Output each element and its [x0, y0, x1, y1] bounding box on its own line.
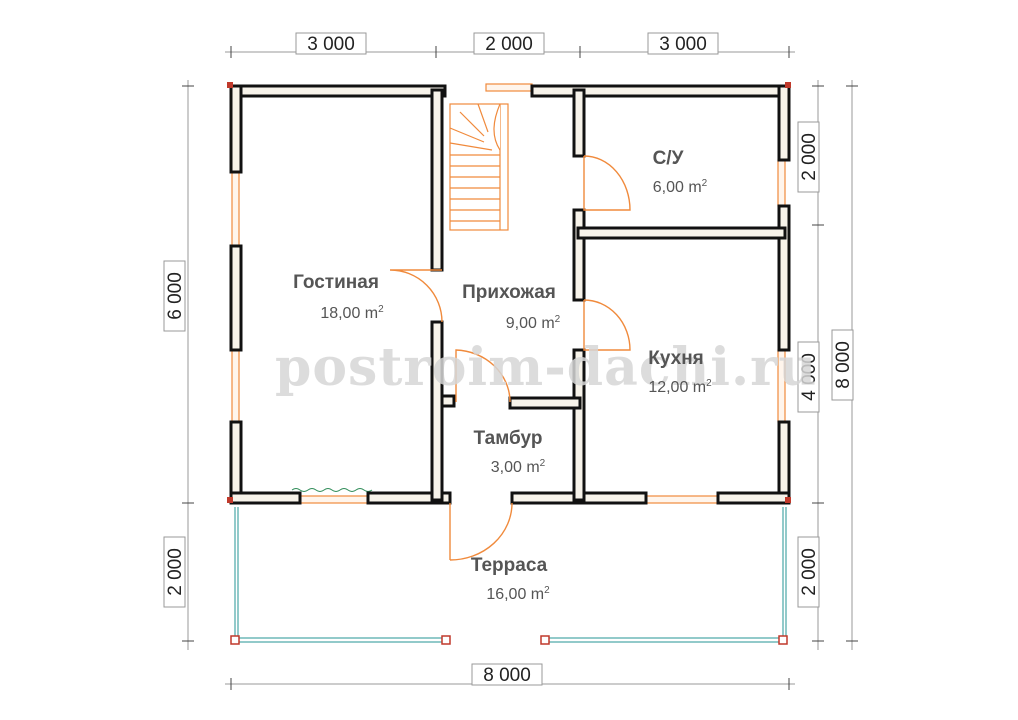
radiator-icon — [291, 488, 373, 492]
room-name-bathroom: С/У — [653, 148, 684, 169]
door-kitchen — [583, 299, 631, 351]
terrace-railing — [230, 507, 788, 645]
walls — [227, 82, 791, 505]
room-name-living: Гостиная — [293, 272, 379, 293]
window — [231, 171, 240, 247]
window — [299, 495, 369, 504]
room-area-terrace: 16,00 m2 — [486, 585, 550, 603]
terrace-post — [441, 635, 451, 645]
terrace-post — [230, 635, 240, 645]
dimension-labels: 3 000 2 000 3 000 8 000 6 000 2 000 2 00… — [165, 34, 854, 686]
watermark-text: postroim-dachi.ru — [275, 337, 817, 398]
terrace-post — [778, 635, 788, 645]
dim-right-terrace: 2 000 — [799, 548, 820, 596]
door-bathroom — [583, 155, 631, 211]
dim-bottom: 8 000 — [483, 665, 531, 686]
room-area-kitchen: 12,00 m2 — [648, 378, 712, 396]
dimension-lines — [163, 32, 858, 690]
room-name-vestibule: Тамбур — [474, 428, 543, 449]
room-name-terrace: Терраса — [471, 555, 548, 576]
room-area-living: 18,00 m2 — [320, 304, 384, 322]
dim-left-terrace: 2 000 — [165, 548, 186, 596]
door-vestibule — [455, 349, 511, 403]
dim-top-3: 3 000 — [659, 34, 707, 55]
window — [777, 159, 786, 207]
room-area-bathroom: 6,00 m2 — [653, 178, 708, 196]
dim-right-total: 8 000 — [833, 341, 854, 389]
door-entrance — [449, 502, 513, 561]
room-labels: Гостиная 18,00 m2 Прихожая 9,00 m2 С/У 6… — [293, 148, 712, 603]
dim-left-house: 6 000 — [165, 272, 186, 320]
window — [485, 83, 533, 92]
dim-right-kitchen: 4 000 — [799, 353, 820, 401]
dim-top-1: 3 000 — [307, 34, 355, 55]
dim-top-2: 2 000 — [485, 34, 533, 55]
window — [645, 495, 719, 504]
window — [231, 349, 240, 423]
terrace-post — [540, 635, 550, 645]
dim-right-su: 2 000 — [799, 133, 820, 181]
door-living-room — [389, 269, 443, 323]
room-area-vestibule: 3,00 m2 — [491, 458, 546, 476]
room-name-kitchen: Кухня — [648, 348, 704, 369]
room-area-hall: 9,00 m2 — [506, 314, 561, 332]
doors — [389, 155, 631, 561]
room-name-hall: Прихожая — [462, 282, 556, 303]
staircase — [449, 103, 509, 231]
